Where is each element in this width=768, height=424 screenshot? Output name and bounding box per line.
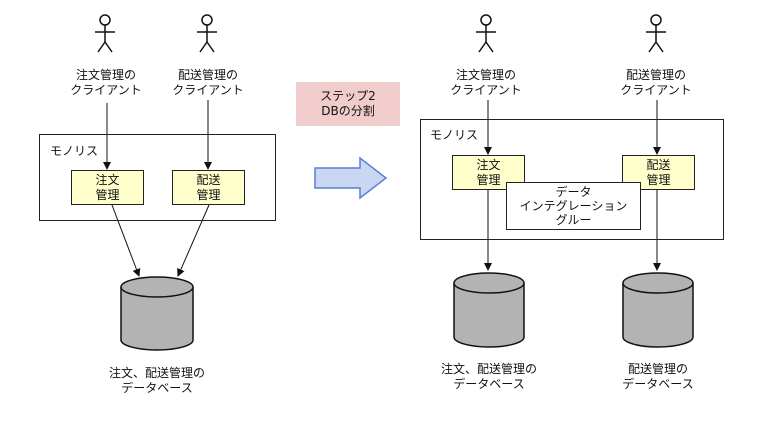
actor-icon: [646, 14, 666, 53]
order-module: 注文 管理: [71, 170, 144, 205]
monolith-container: [420, 119, 724, 240]
connector-arrow: [111, 204, 141, 277]
client-label: 注文管理の クライアント: [70, 68, 142, 97]
shipping-module: 配送 管理: [172, 170, 245, 205]
data-integration-glue: データ インテグレーション グルー: [506, 182, 641, 230]
database-icon: [120, 276, 194, 351]
database-icon: [622, 272, 694, 348]
monolith-container: [39, 134, 276, 221]
client-label: 配送管理の クライアント: [620, 68, 692, 97]
connector-arrow: [177, 204, 210, 277]
step-label: ステップ2 DBの分割: [296, 82, 400, 126]
monolith-label: モノリス: [50, 144, 99, 158]
database-icon: [453, 272, 525, 348]
client-label: 注文管理の クライアント: [450, 68, 522, 97]
actor-icon: [476, 14, 496, 53]
monolith-label: モノリス: [430, 128, 479, 142]
client-label: 配送管理の クライアント: [172, 68, 244, 97]
database-label: 注文、配送管理の データベース: [440, 362, 537, 391]
actor-icon: [197, 14, 217, 53]
database-label: 配送管理の データベース: [622, 362, 694, 391]
transition-arrow-icon: [314, 156, 388, 200]
database-label: 注文、配送管理の データベース: [108, 366, 205, 395]
actor-icon: [95, 14, 115, 53]
